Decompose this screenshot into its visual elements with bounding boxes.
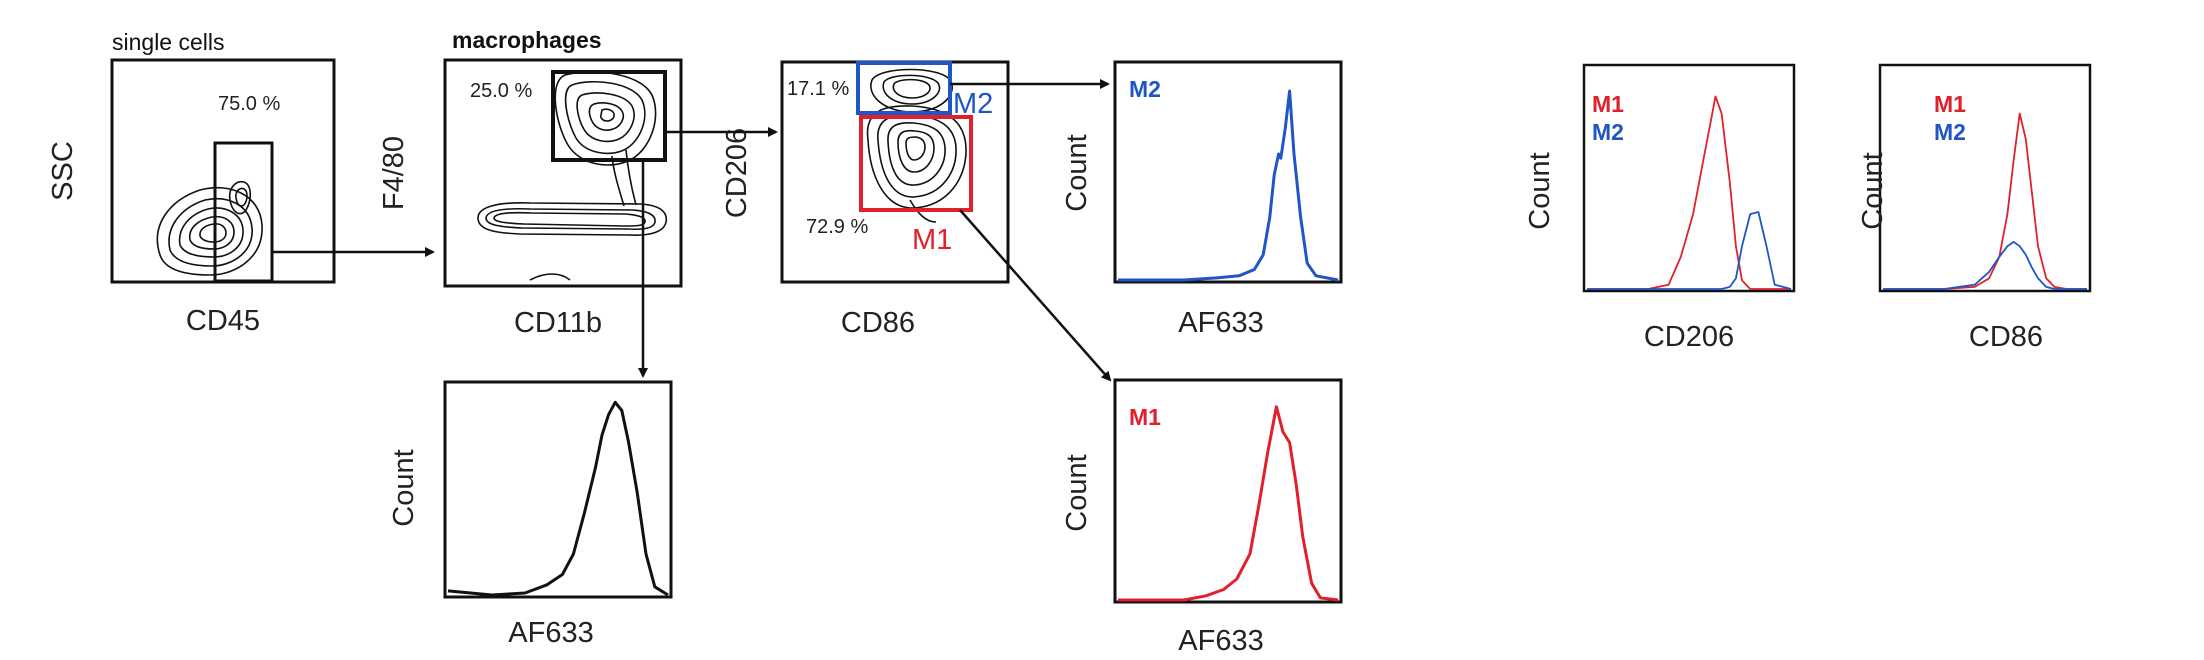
macrophages-gate bbox=[551, 70, 667, 162]
cd206-overlay-legend-m2: M2 bbox=[1592, 119, 1624, 145]
m1-percent: 72.9 % bbox=[806, 216, 868, 238]
cd86-overlay-panel: M1 M2 Count CD86 bbox=[1857, 63, 2092, 353]
m1-hist-series-m1-line bbox=[1118, 405, 1339, 602]
macrophage-histogram-ylabel: Count bbox=[388, 449, 420, 526]
m1-histogram-ylabel: Count bbox=[1061, 454, 1093, 531]
m2-histogram-ylabel: Count bbox=[1061, 134, 1093, 211]
cd206-axis-label: CD206 bbox=[721, 128, 753, 218]
cd86-overlay-series-m2-line bbox=[1883, 240, 2087, 290]
ssc-axis-label: SSC bbox=[47, 141, 79, 201]
m2-hist-series-m2-line bbox=[1118, 89, 1339, 282]
cd11b-axis-label: CD11b bbox=[514, 307, 602, 339]
cd86-axis-label: CD86 bbox=[841, 307, 915, 339]
cd206-overlay-frame bbox=[1582, 63, 1796, 293]
macrophages-contours bbox=[477, 71, 668, 281]
single-cells-title: single cells bbox=[112, 29, 225, 55]
m1-gate-label: M1 bbox=[912, 224, 952, 256]
m1-m2-gating-panel: 17.1 % 72.9 % M2 M1 CD206 CD86 bbox=[721, 60, 1010, 339]
m2-histogram-xlabel: AF633 bbox=[1178, 307, 1263, 339]
macrophages-panel: macrophages 25.0 % F4/80 CD11b bbox=[378, 27, 683, 339]
single-cells-panel: single cells 75.0 % SSC CD45 bbox=[47, 29, 336, 337]
cd45-axis-label: CD45 bbox=[186, 305, 260, 337]
macrophages-percent: 25.0 % bbox=[470, 80, 532, 102]
macrophage-histogram-panel: Count AF633 bbox=[388, 380, 673, 649]
cd86-overlay-series-m1-line bbox=[1883, 112, 2087, 290]
cd86-overlay-legend-m1: M1 bbox=[1934, 91, 1966, 117]
m2-histogram-frame bbox=[1113, 60, 1343, 284]
cd206-overlay-series-m1-line bbox=[1587, 95, 1791, 290]
single-cells-gate bbox=[213, 141, 274, 283]
macrophage-hist-series-count-line bbox=[447, 400, 669, 597]
m2-histogram-panel: M2 Count AF633 bbox=[1061, 60, 1343, 339]
m2-histogram-legend: M2 bbox=[1129, 76, 1161, 102]
cd206-overlay-ylabel: Count bbox=[1524, 152, 1556, 229]
macrophage-histogram-xlabel: AF633 bbox=[508, 617, 593, 649]
cd206-overlay-series-m2-line bbox=[1587, 211, 1792, 290]
f480-axis-label: F4/80 bbox=[378, 136, 410, 210]
m2-gate-label: M2 bbox=[953, 88, 993, 120]
cd86-overlay-legend-m2: M2 bbox=[1934, 119, 1966, 145]
macrophages-title: macrophages bbox=[452, 27, 602, 53]
single-cells-percent: 75.0 % bbox=[218, 93, 280, 115]
m1-histogram-frame bbox=[1113, 378, 1343, 604]
m2-percent: 17.1 % bbox=[787, 78, 849, 100]
cd206-overlay-panel: M1 M2 Count CD206 bbox=[1524, 63, 1796, 353]
cd86-overlay-frame bbox=[1878, 63, 2092, 293]
m1-histogram-legend: M1 bbox=[1129, 404, 1161, 430]
cd86-overlay-ylabel: Count bbox=[1857, 152, 1889, 229]
arrow-m1-to-histogram bbox=[959, 209, 1112, 382]
m2-gate bbox=[856, 61, 952, 115]
cd206-overlay-legend-m1: M1 bbox=[1592, 91, 1624, 117]
m1-gate bbox=[859, 115, 973, 212]
gating-arrows bbox=[272, 79, 1112, 382]
macrophages-frame bbox=[443, 58, 683, 288]
cd86-overlay-xlabel: CD86 bbox=[1969, 321, 2043, 353]
macrophage-histogram-frame bbox=[443, 380, 673, 599]
histogram-curves bbox=[447, 89, 2087, 602]
single-cells-contours bbox=[156, 180, 263, 276]
cd206-overlay-xlabel: CD206 bbox=[1644, 321, 1734, 353]
m1-histogram-xlabel: AF633 bbox=[1178, 625, 1263, 657]
m1-m2-contours bbox=[866, 68, 967, 223]
m1-histogram-panel: M1 Count AF633 bbox=[1061, 378, 1343, 657]
